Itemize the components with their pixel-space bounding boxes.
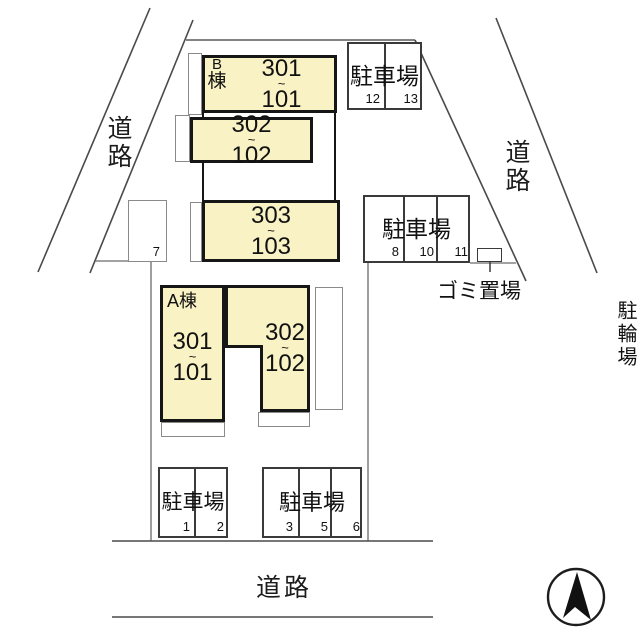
stall-number: 6: [352, 519, 360, 534]
unit-upper: 302: [264, 319, 306, 346]
building-a-l-shape-join: [263, 345, 307, 351]
building-b-unit-302-102: [190, 117, 313, 163]
stall-number: 12: [365, 91, 380, 106]
parking-label: 駐車場: [382, 215, 451, 242]
garbage-label: ゴミ置場: [437, 280, 521, 303]
stall-divider: [436, 197, 438, 261]
north-arrow-icon: [546, 567, 606, 627]
unit-numbers-a1: 301 ~ 101: [160, 302, 225, 412]
unit-upper: 301: [172, 328, 213, 355]
unit-lower: 101: [261, 86, 302, 113]
stall-divider: [403, 197, 405, 261]
building-a-porch-left: [161, 422, 225, 437]
road-label-left: 道路: [104, 115, 132, 171]
stall-divider: [330, 469, 332, 536]
stall-number: 10: [419, 244, 434, 259]
unit-numbers-b3: 303 ~ 103: [202, 200, 340, 262]
stall-number: 7: [152, 244, 160, 259]
unit-upper: 301: [261, 55, 302, 82]
parking-label: 駐車場: [350, 62, 419, 89]
unit-range-tilde: ~: [188, 349, 197, 364]
building-b-letter: B: [211, 56, 222, 73]
stall-number: 2: [216, 519, 224, 534]
building-a-unit-301-101: [160, 285, 225, 422]
stall-number: 3: [285, 519, 293, 534]
building-a-porch-right: [258, 412, 310, 427]
unit-range-tilde: ~: [281, 340, 289, 355]
unit-range-tilde: ~: [267, 223, 275, 238]
building-b-suffix: 棟: [207, 71, 227, 92]
parking-label: 駐車場: [278, 489, 345, 515]
unit-upper: 303: [250, 202, 292, 229]
bicycle-parking-area: [315, 287, 343, 410]
unit-range-tilde: ~: [277, 76, 286, 91]
stall-divider: [194, 469, 196, 536]
unit-upper: 302: [231, 111, 272, 138]
unit-lower: 103: [250, 233, 292, 260]
building-b-side-strip-3: [190, 202, 202, 262]
unit-lower: 102: [264, 350, 306, 377]
building-b-unit-303-103: [202, 200, 340, 262]
stall-number: 11: [454, 244, 469, 259]
building-b-unit-301-101: [202, 55, 337, 113]
stall-number: 13: [403, 91, 418, 106]
bicycle-parking-label: 駐輪場: [614, 300, 636, 369]
road-label-bottom: 道路: [256, 574, 313, 602]
building-a-name: A棟: [167, 291, 198, 311]
unit-range-tilde: ~: [247, 132, 256, 147]
stall-divider: [384, 44, 386, 108]
building-b-name: B 棟: [203, 57, 231, 92]
parking-label: 駐車場: [161, 490, 225, 514]
parking-lot-bottom-right: 駐車場 3 5 6: [262, 467, 362, 538]
parking-stall-7: 7: [128, 200, 167, 262]
stall-divider: [298, 469, 300, 536]
unit-numbers-b2: 302 ~ 102: [190, 113, 313, 168]
unit-numbers-a2: 302 ~ 102: [260, 320, 310, 376]
parking-lot-bottom-left: 駐車場 1 2: [158, 467, 228, 538]
stall-number: 1: [182, 519, 190, 534]
garbage-area-box: [477, 248, 502, 262]
unit-lower: 102: [231, 142, 272, 169]
unit-lower: 101: [172, 359, 213, 386]
stall-number: 8: [391, 244, 399, 259]
stall-number: 5: [320, 519, 328, 534]
unit-numbers-b1: 301 ~ 101: [214, 55, 349, 113]
parking-lot-mid-right: 駐車場 8 10 11: [363, 195, 470, 263]
road-label-right: 道路: [502, 139, 530, 195]
building-b-side-strip-2: [175, 115, 190, 162]
parking-lot-top-right: 駐車場 12 13: [347, 42, 422, 110]
building-b-side-strip-1: [188, 53, 202, 115]
